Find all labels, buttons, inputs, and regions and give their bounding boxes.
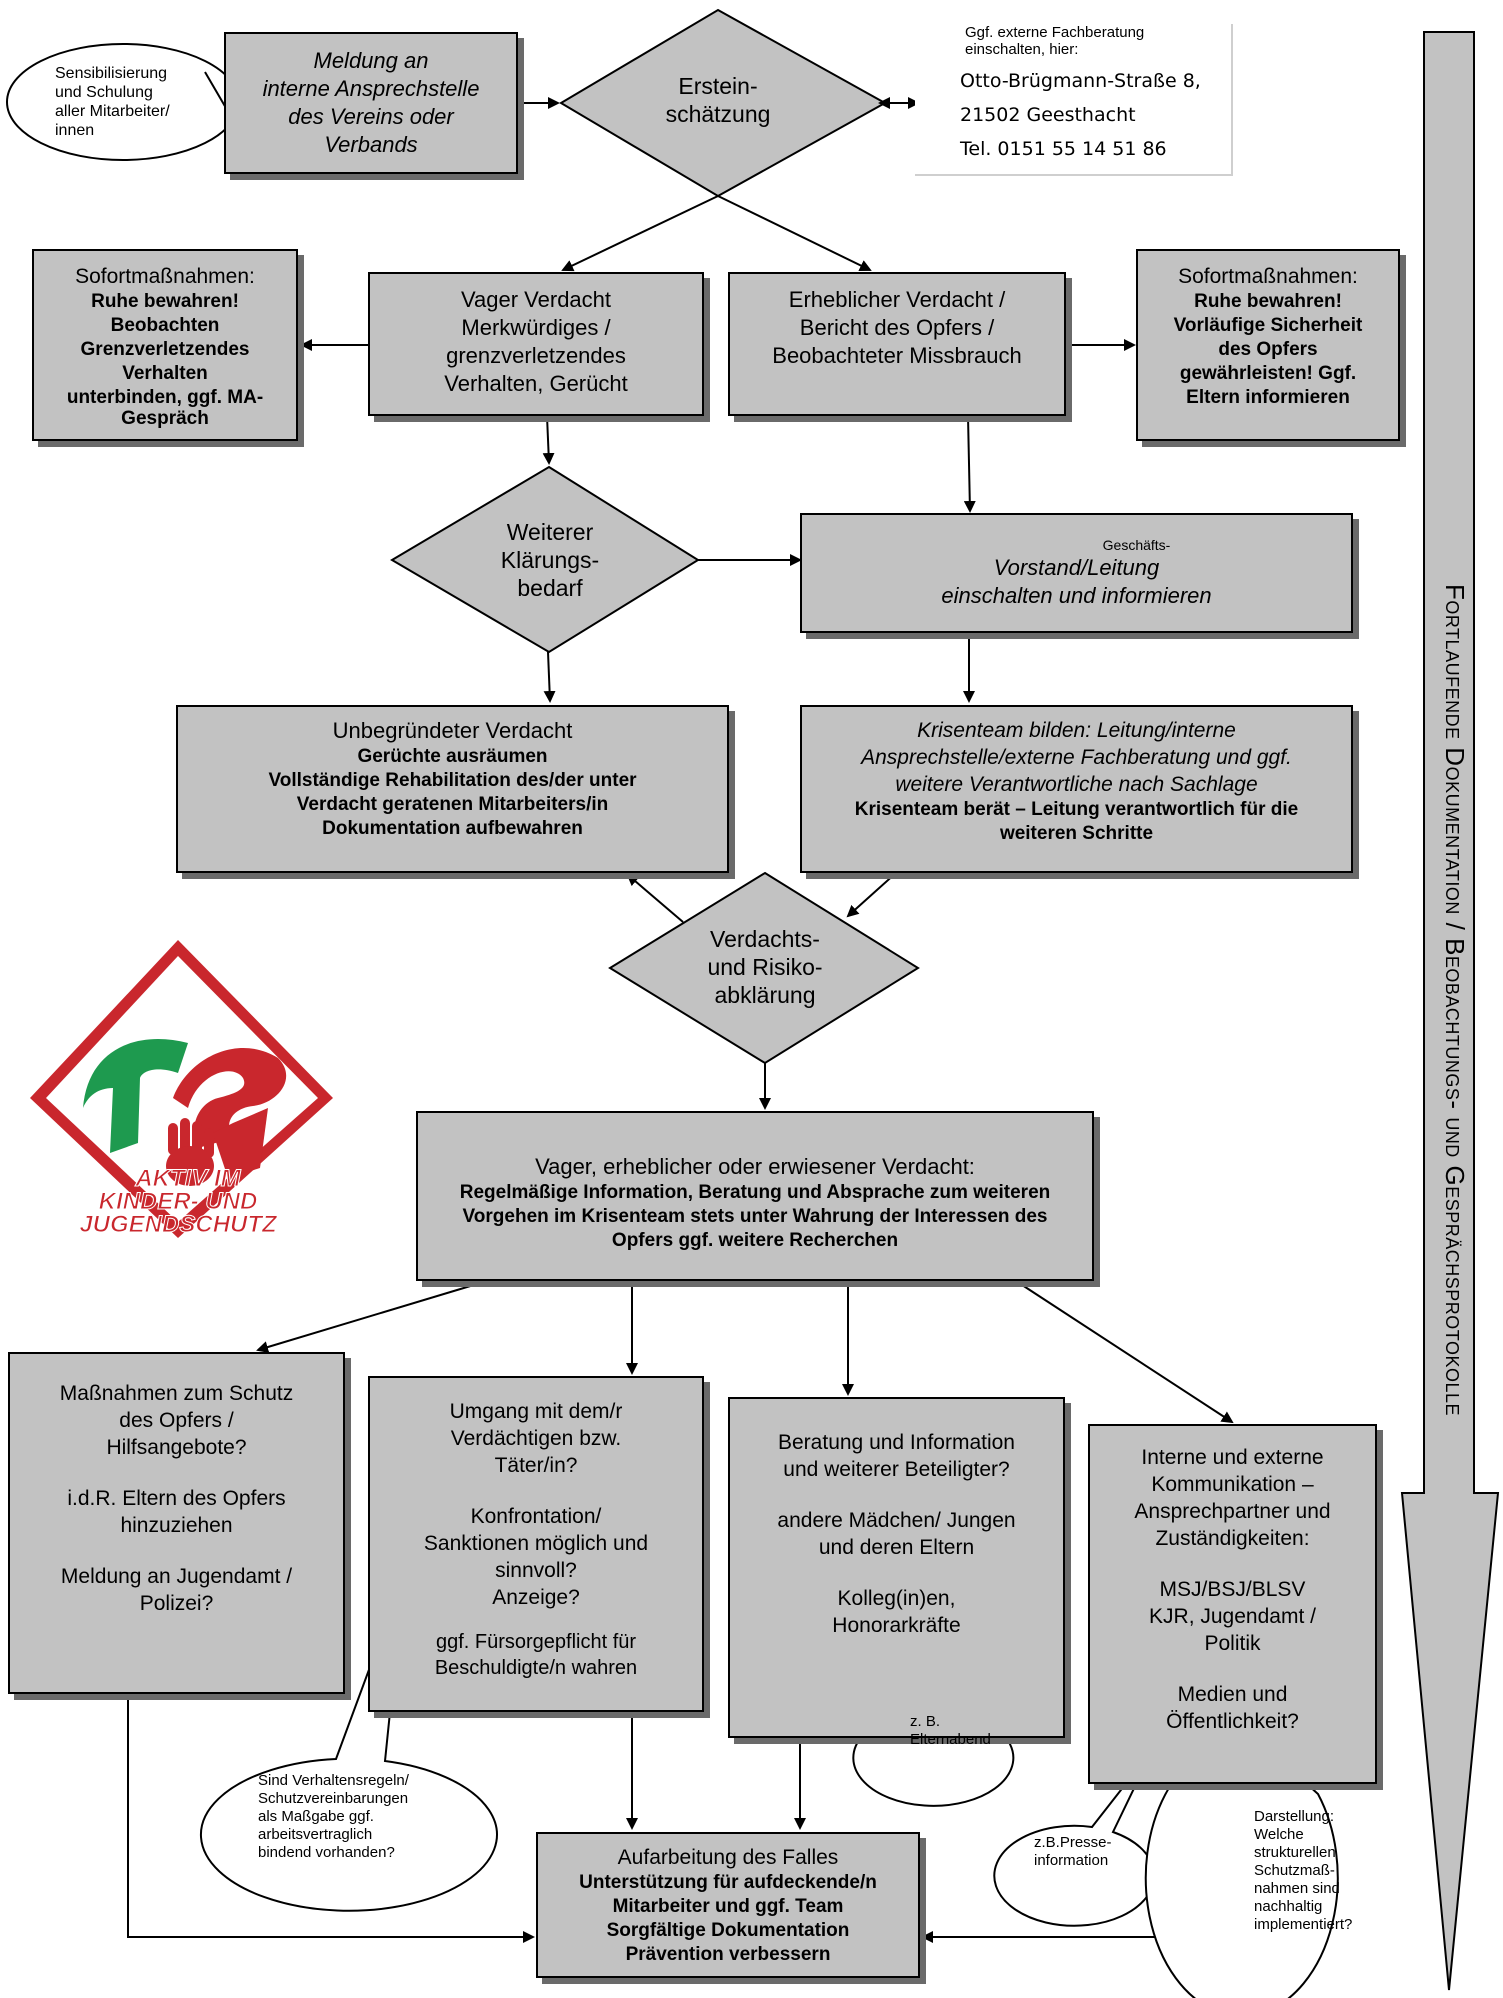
box-vager-verdacht: Vager Verdacht Merkwürdiges / grenzverle… bbox=[368, 272, 704, 416]
logo-v-shape bbox=[213, 1108, 268, 1178]
logo-s-shape bbox=[173, 1047, 287, 1148]
box-aufarbeitung: Aufarbeitung des Falles Unterstützung fü… bbox=[536, 1832, 920, 1978]
bubble-top-text: Sensibilisierung und Schulung aller Mita… bbox=[55, 65, 170, 139]
timeline-arrow-shape bbox=[1400, 31, 1500, 1991]
box-erheblicher-verdacht: Erheblicher Verdacht / Bericht des Opfer… bbox=[728, 272, 1066, 416]
box-beratung-beteiligte: Beratung und Information und weiterer Be… bbox=[728, 1397, 1065, 1738]
box-unbegruendeter-verdacht: Unbegründeter Verdacht Gerüchte ausräume… bbox=[176, 705, 729, 873]
vertical-label-documentation: Fortlaufende Dokumentation / Beobachtung… bbox=[1440, 584, 1470, 1416]
logo-hand-icon bbox=[166, 1118, 214, 1186]
logo-text-line1: AKTIV IM bbox=[134, 1165, 241, 1192]
box-kommunikation: Interne und externe Kommunikation – Ansp… bbox=[1088, 1424, 1377, 1784]
box-vager-erheblich-erwiesen: Vager, erheblicher oder erwiesener Verda… bbox=[416, 1111, 1094, 1281]
external-counseling-box: Ggf. externe Fachberatung einschalten, h… bbox=[915, 24, 1233, 176]
logo-text-line3: JUGENDSCHUTZ bbox=[79, 1211, 278, 1238]
info-phone: Tel. 0151 55 14 51 86 bbox=[960, 138, 1167, 160]
box-sofortmassnahmen-right: Sofortmaßnahmen: Ruhe bewahren! Vorläufi… bbox=[1136, 249, 1400, 441]
box-umgang-verdaechtige: Umgang mit dem/r Verdächtigen bzw. Täter… bbox=[368, 1376, 704, 1712]
diamond-klaerungsbedarf: Weiterer Klärungs- bedarf bbox=[500, 519, 600, 601]
callout-darstellung: Darstellung: Welche strukturellen Schutz… bbox=[1254, 1808, 1353, 1933]
box-meldung: Meldung an interne Ansprechstelle des Ve… bbox=[224, 32, 518, 174]
diamond-risikoabklaerung: Verdachts- und Risiko- abklärung bbox=[707, 926, 823, 1008]
logo-t-shape bbox=[83, 1039, 188, 1153]
logo-text-line2: KINDER- UND bbox=[99, 1188, 258, 1215]
callout-elternabend: z. B. Elternabend bbox=[910, 1713, 991, 1748]
info-header-line: einschalten, hier: bbox=[965, 41, 1079, 58]
callout-presseinformation: z.B.Presse- information bbox=[1034, 1834, 1112, 1869]
box-vorstand: Geschäfts- Vorstand/Leitung einschalten … bbox=[800, 513, 1353, 633]
box-schutz-opfer: Maßnahmen zum Schutz des Opfers / Hilfsa… bbox=[8, 1352, 345, 1694]
info-address-city: 21502 Geesthacht bbox=[960, 104, 1136, 126]
diamond-ersteinschaetzung: Erstein- schätzung bbox=[665, 73, 771, 127]
box-sofortmassnahmen-left: Sofortmaßnahmen: Ruhe bewahren! Beobacht… bbox=[32, 249, 298, 441]
info-header-line: Ggf. externe Fachberatung bbox=[965, 24, 1145, 41]
tsv-logo: AKTIV IM KINDER- UND JUGENDSCHUTZ bbox=[30, 940, 333, 1239]
callout-verhaltensregeln-shape bbox=[199, 1574, 498, 1912]
info-address-street: Otto-Brügmann-Straße 8, bbox=[960, 70, 1201, 92]
box-krisenteam: Krisenteam bilden: Leitung/interne Anspr… bbox=[800, 705, 1353, 873]
callout-verhaltensregeln: Sind Verhaltensregeln/ Schutzvereinbarun… bbox=[258, 1772, 409, 1861]
